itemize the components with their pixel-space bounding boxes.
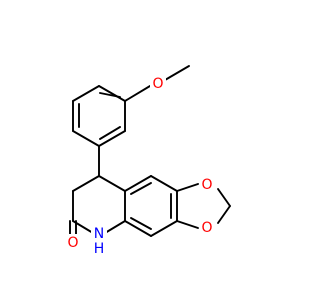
bond-layer bbox=[69, 65, 231, 237]
atom-bg-dioxole-o-bottom bbox=[199, 219, 215, 237]
atom-label-dioxole-o-bottom: O bbox=[201, 220, 212, 236]
atom-bg-dioxole-o-top bbox=[199, 176, 215, 194]
atom-label-methoxy-o: O bbox=[152, 76, 163, 92]
bond-n-c4a bbox=[104, 220, 126, 234]
bond-bz-5-inner bbox=[130, 217, 152, 230]
bond-o-aryl bbox=[124, 85, 151, 102]
atom-layer: O O O O N H bbox=[65, 75, 215, 257]
atom-bg-carbonyl-o bbox=[65, 234, 81, 252]
bond-ph-1 bbox=[98, 85, 126, 102]
bond-bz-o-bottom bbox=[176, 220, 199, 229]
bond-ph-1-inner bbox=[99, 92, 121, 98]
bond-o-top-ch2 bbox=[217, 188, 231, 207]
bond-bz-4 bbox=[150, 220, 178, 237]
atom-bg-methoxy-o bbox=[150, 75, 166, 93]
atom-label-amide-h: H bbox=[94, 241, 105, 257]
bond-bz-2 bbox=[150, 175, 178, 192]
bond-ph-4 bbox=[72, 130, 100, 147]
bond-c6-n bbox=[72, 220, 94, 234]
molecule-structure: O O O O N H bbox=[65, 65, 231, 257]
bond-methyl-o bbox=[164, 65, 190, 81]
bond-bz-1 bbox=[124, 175, 152, 192]
bond-c8-c8a bbox=[98, 175, 126, 192]
bond-c8-c7 bbox=[72, 175, 100, 192]
bond-bz-5 bbox=[124, 220, 152, 237]
atom-label-dioxole-o-top: O bbox=[201, 177, 212, 193]
bond-ph-2 bbox=[72, 85, 100, 102]
atom-bg-amide-nh bbox=[91, 225, 107, 253]
bond-o-bottom-ch2 bbox=[217, 205, 231, 224]
bond-ph-5-inner bbox=[99, 126, 121, 140]
bond-bz-1-inner bbox=[130, 182, 152, 195]
bond-ph-5 bbox=[98, 130, 126, 147]
atom-label-amide-n: N bbox=[94, 226, 104, 242]
atom-label-carbonyl-o: O bbox=[67, 235, 78, 251]
bond-bz-o-top bbox=[176, 183, 199, 192]
